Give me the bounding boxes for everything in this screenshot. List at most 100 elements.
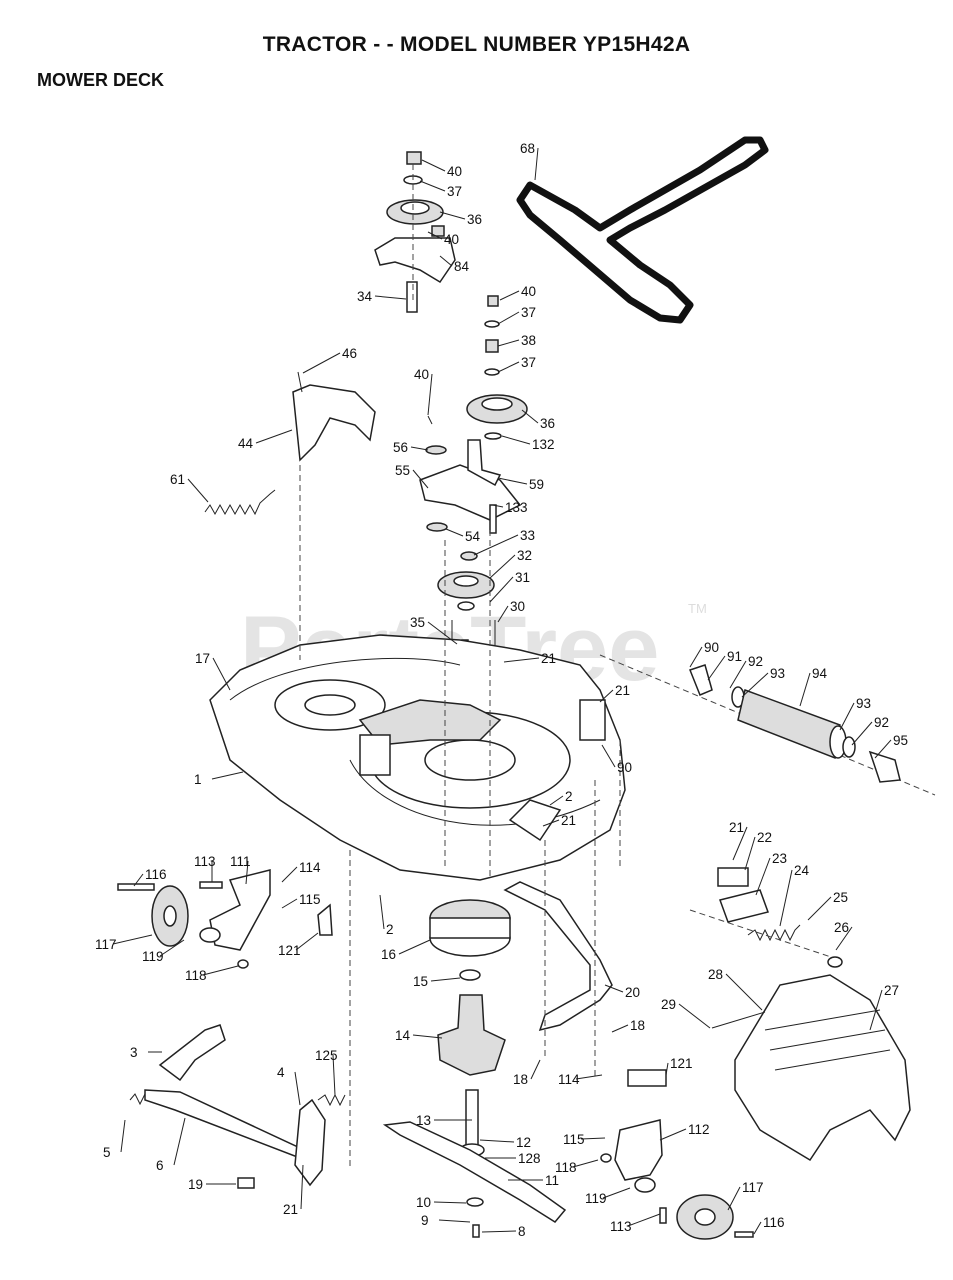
belt-cover-44: [292, 371, 376, 462]
callout-label: 8: [518, 1224, 526, 1239]
callout-leader: [497, 311, 520, 325]
callout-leader: [575, 1074, 603, 1080]
callout-leader: [874, 739, 892, 759]
callout-leader: [753, 1221, 762, 1235]
callout-label: 31: [515, 570, 530, 585]
callout-label: 56: [393, 440, 408, 455]
callout-leader: [499, 290, 520, 301]
callout-label: 4: [277, 1065, 285, 1080]
callout-leader: [120, 1119, 126, 1153]
callout-leader: [133, 873, 144, 887]
callout-label: 24: [794, 863, 810, 878]
callout-label: 27: [884, 983, 899, 998]
callout-leader: [473, 534, 519, 556]
callout-leader: [410, 446, 429, 451]
callout-leader: [503, 657, 540, 663]
callout-label: 30: [510, 599, 525, 614]
callout-leader: [430, 977, 461, 982]
callout-label: 119: [142, 949, 164, 964]
callout-label: 21: [541, 651, 556, 666]
callout-label: 115: [563, 1132, 585, 1147]
spindle-assembly: [429, 899, 511, 1157]
callout-label: 119: [585, 1191, 607, 1206]
callout-leader: [601, 744, 616, 768]
callout-label: 121: [670, 1056, 693, 1071]
callout-label: 92: [874, 715, 889, 730]
callout-label: 90: [617, 760, 632, 775]
callout-leader: [549, 795, 564, 806]
callout-leader: [627, 1213, 661, 1227]
callout-leader: [580, 1137, 606, 1140]
callout-leader: [445, 528, 464, 537]
callout-label: 18: [513, 1072, 528, 1087]
callout-leader: [807, 896, 832, 921]
callout-label: 125: [315, 1048, 338, 1063]
callout-leader: [479, 1139, 515, 1143]
callout-leader: [530, 1059, 541, 1080]
callout-leader: [489, 554, 516, 579]
callout-leader: [211, 771, 244, 780]
callout-leader: [835, 926, 853, 951]
callout-leader: [665, 1062, 669, 1076]
callout-leader: [379, 894, 385, 930]
callout-label: 118: [185, 968, 207, 983]
callout-leader: [497, 605, 509, 623]
watermark-tm: TM: [688, 601, 707, 616]
front-hanger-bracket: [689, 867, 841, 961]
callout-label: 40: [521, 284, 536, 299]
callout-label: 23: [772, 851, 787, 866]
callout-label: 112: [688, 1122, 710, 1137]
callout-label: 114: [558, 1072, 580, 1087]
callout-label: 91: [727, 649, 742, 664]
callout-label: 115: [299, 892, 321, 907]
callout-leader: [497, 477, 528, 485]
callout-label: 117: [95, 937, 117, 952]
callout-leader: [779, 869, 793, 927]
callout-label: 95: [893, 733, 908, 748]
callout-label: 6: [156, 1158, 164, 1173]
callout-leader: [427, 373, 433, 416]
callout-leader: [799, 672, 811, 707]
callout-label: 1: [194, 772, 202, 787]
callout-leader: [281, 898, 298, 909]
callout-label: 36: [540, 416, 555, 431]
callout-leader: [187, 478, 209, 503]
callout-label: 21: [729, 820, 744, 835]
callout-label: 116: [145, 867, 167, 882]
callout-leader: [433, 1201, 467, 1204]
callout-leader: [534, 147, 539, 181]
callout-label: 2: [565, 789, 573, 804]
bolt-8: [472, 1224, 480, 1238]
callout-label: 113: [610, 1219, 632, 1234]
callout-label: 36: [467, 212, 482, 227]
callout-label: 55: [395, 463, 410, 478]
callout-leader: [689, 646, 703, 668]
callout-leader: [839, 702, 855, 731]
callout-leader: [173, 1117, 186, 1166]
callout-label: 35: [410, 615, 425, 630]
callout-leader: [427, 231, 443, 240]
callout-leaders: [112, 147, 892, 1235]
callout-leader: [439, 255, 453, 267]
anti-scalp-roller: [599, 654, 936, 796]
callout-label: 13: [416, 1113, 431, 1128]
callout-label: 132: [532, 437, 555, 452]
callout-label: 93: [856, 696, 871, 711]
callout-leader: [481, 1230, 517, 1233]
spring-61: [204, 489, 276, 516]
callout-label: 20: [625, 985, 640, 1000]
pulley-stack-right: [466, 295, 528, 440]
callout-label: 94: [812, 666, 828, 681]
callout-leader: [302, 352, 341, 374]
callout-label: 128: [518, 1151, 541, 1166]
callout-label: 37: [521, 305, 536, 320]
callout-leader: [255, 429, 293, 444]
callout-leader: [438, 1219, 471, 1223]
blade-11: [382, 1121, 567, 1223]
callout-label: 28: [708, 967, 723, 982]
callout-leader: [245, 860, 249, 885]
callout-leader: [202, 965, 239, 976]
callout-label: 10: [416, 1195, 431, 1210]
callout-label: 2: [386, 922, 394, 937]
callout-leader: [332, 1054, 336, 1096]
